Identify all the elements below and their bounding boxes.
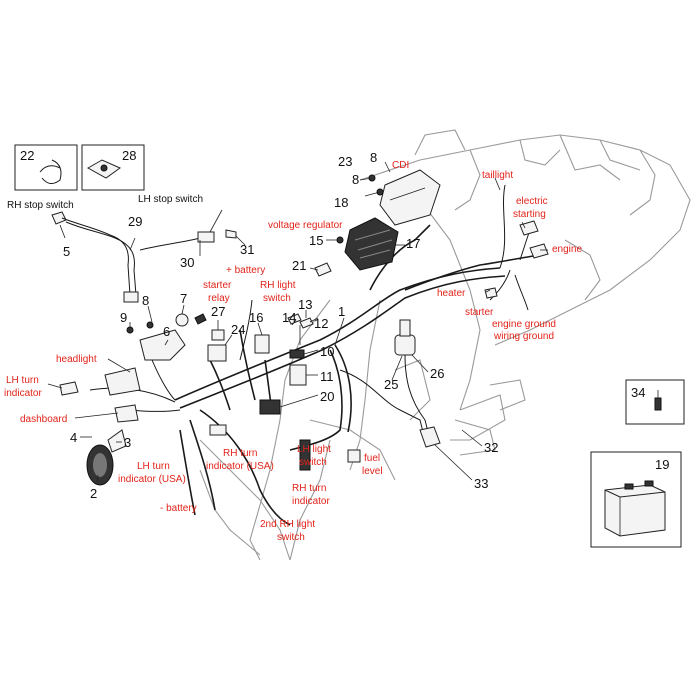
callout-21: 21 (292, 258, 306, 273)
label-taillight: taillight (482, 170, 513, 181)
leader-lines (47, 161, 548, 483)
callout-10: 10 (320, 344, 334, 359)
callout-27: 27 (211, 304, 225, 319)
label-rh-light-switch-1: RH light (260, 280, 296, 291)
center-connectors (209, 262, 361, 471)
label-wiring-ground: wiring ground (493, 331, 554, 342)
rh-stop-switch-part (51, 211, 139, 303)
label-rh-turn-indicator-1: RH turn (292, 483, 326, 494)
callout-11: 11 (320, 369, 334, 384)
callout-14: 14 (282, 310, 296, 325)
callout-7: 7 (180, 291, 187, 306)
starter-relay-part (207, 329, 227, 362)
callout-4: 4 (70, 430, 77, 445)
label-lh-turn-usa-2: indicator (USA) (118, 474, 186, 485)
label-rh-light-switch-2: switch (263, 293, 291, 304)
label-plus-battery: + battery (226, 265, 265, 276)
label-fuel-level-1: fuel (364, 453, 380, 464)
label-dashboard: dashboard (20, 414, 67, 425)
component-labels: RH stop switch LH stop switch CDI tailli… (4, 160, 582, 543)
callout-29: 29 (128, 214, 142, 229)
headlight-bracket-part (59, 367, 141, 423)
callout-25: 25 (384, 377, 398, 392)
label-engine: engine (552, 244, 582, 255)
callout-6: 6 (163, 324, 170, 339)
callout-31: 31 (240, 242, 254, 257)
label-starter: starter (465, 307, 494, 318)
callout-28: 28 (122, 148, 136, 163)
label-lh-light-switch-2: switch (299, 457, 327, 468)
label-minus-battery: - battery (160, 503, 197, 514)
callout-22: 22 (20, 148, 34, 163)
callout-30: 30 (180, 255, 194, 270)
label-electric-starting-2: starting (513, 209, 546, 220)
callout-16: 16 (249, 310, 263, 325)
label-headlight: headlight (56, 354, 97, 365)
callout-5: 5 (63, 244, 70, 259)
callout-33: 33 (474, 476, 488, 491)
callout-17: 17 (406, 236, 420, 251)
label-lh-light-switch-1: LH light (297, 444, 331, 455)
callout-24: 24 (231, 322, 245, 337)
callout-9: 9 (120, 310, 127, 325)
label-heater: heater (437, 288, 466, 299)
label-electric-starting-1: electric (516, 196, 548, 207)
label-lh-turn-indicator-1: LH turn (6, 375, 39, 386)
cdi-unit (368, 169, 441, 226)
callout-26: 26 (430, 366, 444, 381)
right-connectors (484, 220, 549, 299)
label-rh-turn-usa-1: RH turn (223, 448, 257, 459)
battery-box-19 (590, 451, 682, 548)
ignition-part (126, 313, 207, 361)
callout-13: 13 (298, 297, 312, 312)
label-fuel-level-2: level (362, 466, 383, 477)
callout-numbers: 22 28 23 8 8 18 15 17 29 5 31 30 21 8 7 … (20, 148, 669, 501)
label-starter-relay-2: relay (208, 293, 230, 304)
label-voltage-regulator: voltage regulator (268, 220, 343, 231)
inset-box-22 (14, 144, 78, 191)
callout-8: 8 (370, 150, 377, 165)
voltage-regulator-unit (336, 217, 399, 271)
lh-stop-switch-part (139, 229, 237, 251)
callout-8: 8 (352, 172, 359, 187)
callout-18: 18 (334, 195, 348, 210)
fuel-sensor-part (394, 319, 441, 448)
label-cdi: CDI (392, 160, 409, 171)
callout-32: 32 (484, 440, 498, 455)
label-lh-turn-usa-1: LH turn (137, 461, 170, 472)
inset-box-28 (81, 144, 145, 191)
callout-8: 8 (142, 293, 149, 308)
label-lh-stop-switch: LH stop switch (138, 194, 203, 205)
label-starter-relay-1: starter (203, 280, 232, 291)
callout-2: 2 (90, 486, 97, 501)
callout-1: 1 (338, 304, 345, 319)
label-2nd-rh-light-switch-2: switch (277, 532, 305, 543)
horn-part (86, 429, 127, 486)
callout-19: 19 (655, 457, 669, 472)
callout-34: 34 (631, 385, 645, 400)
label-rh-turn-usa-2: indicator (USA) (206, 461, 274, 472)
callout-3: 3 (124, 435, 131, 450)
callout-15: 15 (309, 233, 323, 248)
label-rh-stop-switch: RH stop switch (7, 200, 74, 211)
callout-20: 20 (320, 389, 334, 404)
callout-12: 12 (314, 316, 328, 331)
label-engine-ground: engine ground (492, 319, 556, 330)
inset-box-34 (625, 379, 685, 425)
label-2nd-rh-light-switch-1: 2nd RH light (260, 519, 315, 530)
label-lh-turn-indicator-2: indicator (4, 388, 42, 399)
label-rh-turn-indicator-2: indicator (292, 496, 330, 507)
callout-23: 23 (338, 154, 352, 169)
